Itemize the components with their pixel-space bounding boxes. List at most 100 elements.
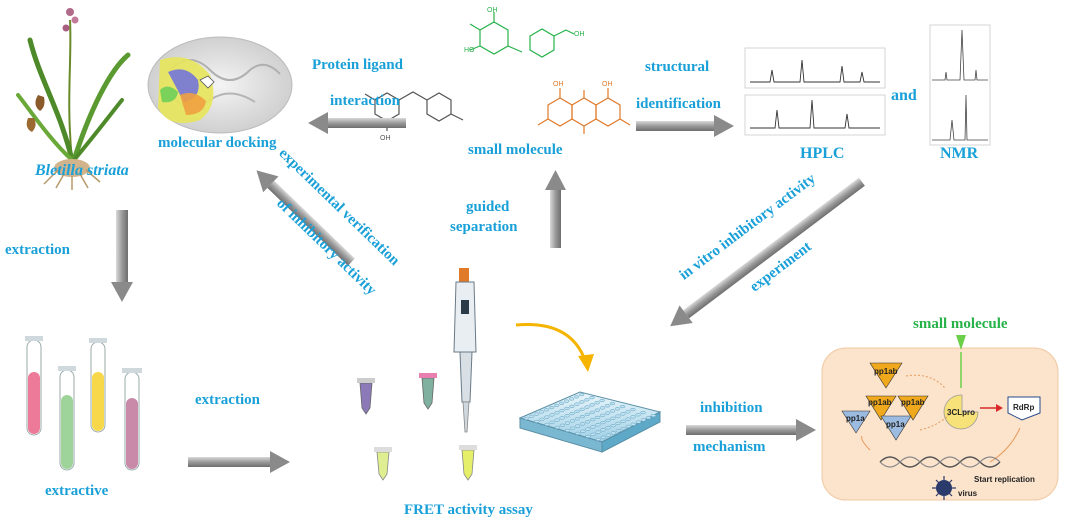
plate-well <box>589 396 595 400</box>
plate-well <box>574 417 581 421</box>
plate-well <box>610 416 616 420</box>
mechanism-panel: pp1ab pp1ab pp1ab pp1a pp1a 3CLpro RdRp … <box>821 335 1059 501</box>
plate-well <box>620 427 627 431</box>
plate-well <box>580 429 586 433</box>
plate-well <box>573 395 580 399</box>
plate-well <box>630 408 636 412</box>
svg-text:OH: OH <box>574 31 585 38</box>
plate-well <box>615 429 622 433</box>
plate-well <box>595 423 601 427</box>
plate-well <box>589 418 596 422</box>
pipette-illustration <box>453 268 477 433</box>
plate-well <box>564 414 570 418</box>
label-structural: structural <box>645 59 710 75</box>
plate-well <box>635 413 641 417</box>
label-identification: identification <box>636 96 721 112</box>
plate-well <box>574 402 580 406</box>
nmr-spectra <box>929 24 991 146</box>
arrow-right-extraction <box>188 451 290 473</box>
plate-well <box>528 414 535 418</box>
plate-well <box>599 399 605 403</box>
label-3clpro: 3CLpro <box>947 408 975 417</box>
plate-well <box>645 416 652 420</box>
plate-well <box>620 412 626 416</box>
label-extraction-bottom: extraction <box>195 392 260 408</box>
plate-well <box>585 434 591 438</box>
label-interaction: interaction <box>330 93 400 109</box>
plate-well <box>543 408 550 412</box>
label-mechanism: mechanism <box>693 439 766 455</box>
plate-well <box>620 419 626 423</box>
plate-well <box>610 424 616 428</box>
plate-well <box>579 422 586 426</box>
plate-well <box>630 415 636 419</box>
plate-well <box>625 424 632 428</box>
label-start-replication: Start replication <box>974 475 1035 484</box>
arrow-left-docking <box>308 112 406 134</box>
plate-well <box>590 432 596 436</box>
label-nmr: NMR <box>940 145 979 162</box>
plate-well <box>615 414 621 418</box>
plate-well <box>554 425 561 429</box>
plate-well <box>548 406 555 410</box>
plate-well <box>640 418 647 422</box>
label-virus: virus <box>958 489 978 498</box>
label-separation: separation <box>450 219 518 235</box>
hplc-chromatograms <box>744 47 886 136</box>
plate-well <box>589 403 595 407</box>
plate-well <box>538 410 545 414</box>
plate-well <box>604 404 611 408</box>
label-inhibition: inhibition <box>700 400 763 416</box>
plate-well <box>553 403 560 407</box>
plate-well <box>569 404 575 408</box>
plate-well <box>564 406 570 410</box>
plate-well <box>625 417 631 421</box>
plate-well <box>640 411 646 415</box>
plate-well <box>539 417 545 421</box>
plate-well <box>579 407 585 411</box>
plate-well <box>533 412 540 416</box>
plate-well <box>625 410 631 414</box>
svg-text:OH: OH <box>553 81 564 88</box>
plate-well <box>544 422 550 426</box>
plate-well <box>578 393 585 397</box>
label-pp1ab-top: pp1ab <box>874 367 898 376</box>
label-pp1ab-mid: pp1ab <box>868 398 892 407</box>
plate-well <box>579 400 585 404</box>
plate-well <box>568 397 575 401</box>
label-guided: guided <box>466 199 510 215</box>
plate-well <box>569 426 576 430</box>
microcentrifuge-tubes <box>357 373 477 481</box>
small-molecule-structures: OH HO OH OH OH OH <box>364 7 631 142</box>
plate-well <box>594 415 601 419</box>
arrow-diagonal-verification <box>256 170 355 266</box>
extractive-test-tubes <box>25 336 142 471</box>
plate-well <box>590 425 596 429</box>
plate-well <box>534 419 540 423</box>
plate-well <box>564 421 571 425</box>
arrow-diagonal-invitro <box>670 177 865 327</box>
plate-well <box>559 409 565 413</box>
plate-well <box>575 431 581 435</box>
label-hplc: HPLC <box>800 145 845 162</box>
plant-illustration <box>16 8 131 190</box>
plate-well <box>605 418 611 422</box>
label-pp1ab-right: pp1ab <box>901 398 925 407</box>
plate-well <box>589 410 596 414</box>
label-protein-ligand: Protein ligand <box>312 57 403 73</box>
plate-well <box>584 420 591 424</box>
arrow-right-identification <box>636 115 734 137</box>
plate-well <box>544 415 550 419</box>
plate-well <box>650 414 657 418</box>
plate-well <box>630 422 637 426</box>
96-well-plate <box>518 391 662 453</box>
plate-well <box>609 402 616 406</box>
plate-well <box>600 428 606 432</box>
plate-well <box>569 419 576 423</box>
plate-well <box>584 412 591 416</box>
arrow-down-extraction <box>111 210 133 302</box>
plate-well <box>604 411 611 415</box>
label-extractive: extractive <box>45 483 109 499</box>
arrow-right-mechanism <box>686 419 816 441</box>
